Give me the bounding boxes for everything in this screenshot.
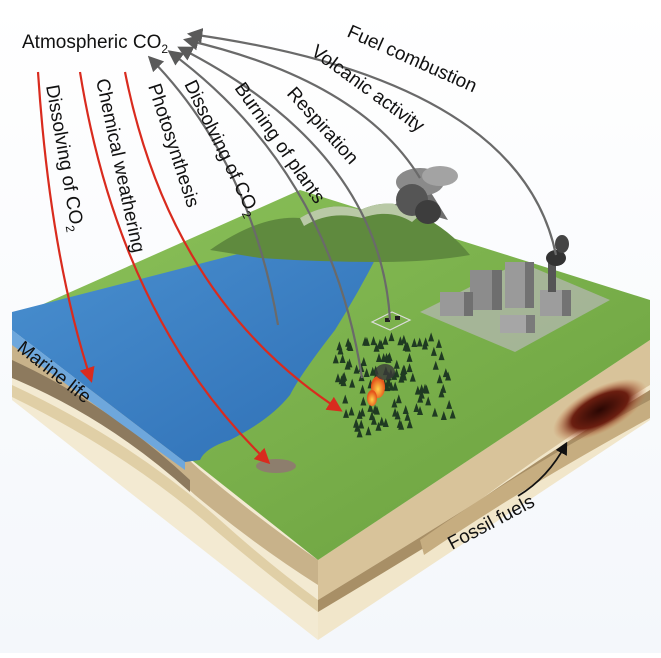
rock-pile: [256, 459, 296, 473]
tree: [356, 409, 363, 419]
chemical-weathering-arrow: [78, 71, 271, 465]
tree: [363, 367, 370, 377]
tree: [346, 358, 353, 368]
tree: [418, 384, 425, 394]
tree: [388, 381, 395, 391]
tree: [404, 411, 411, 421]
tree: [376, 338, 383, 348]
tree: [438, 388, 445, 398]
tree: [418, 389, 425, 399]
fuel-combustion-arrow: [186, 28, 558, 256]
tree: [442, 368, 449, 378]
tree: [348, 406, 355, 416]
tree: [435, 338, 442, 348]
tree: [449, 409, 456, 419]
tree: [392, 381, 399, 391]
tree: [432, 360, 439, 370]
tree: [401, 371, 408, 381]
tree: [404, 342, 411, 352]
animal-pen: [370, 311, 412, 331]
tree: [438, 351, 445, 361]
tree: [428, 332, 435, 342]
tree: [370, 336, 377, 346]
tree: [391, 398, 398, 408]
tree: [367, 402, 374, 412]
tree: [421, 340, 428, 350]
photosynthesis-arrow: [123, 71, 343, 412]
tree: [356, 428, 363, 438]
tree: [385, 353, 392, 363]
tree: [388, 332, 395, 342]
tree: [370, 415, 377, 425]
tree: [376, 352, 383, 362]
tree: [360, 396, 367, 406]
dissolving-co2-right-arrow: [147, 55, 280, 326]
tree: [402, 405, 409, 415]
tree: [373, 342, 380, 352]
tree: [430, 346, 437, 356]
tree: [409, 372, 416, 382]
volcano-smoke: [396, 166, 458, 224]
tree: [411, 338, 418, 348]
tree: [375, 421, 382, 431]
tree: [400, 334, 407, 344]
tree: [365, 426, 372, 436]
tree: [338, 375, 345, 385]
fossil-fuel-deposit: [552, 378, 648, 442]
tree: [385, 376, 392, 386]
tree: [425, 396, 432, 406]
tree: [394, 410, 401, 420]
tree: [359, 384, 366, 394]
volcanic-activity-arrow: [182, 35, 421, 179]
tree: [378, 416, 385, 426]
tree: [353, 418, 360, 428]
ocean-surface: [12, 238, 380, 462]
tree: [397, 336, 404, 346]
release-arrows: [147, 28, 558, 379]
tree: [334, 373, 341, 383]
tree: [446, 399, 453, 409]
tree: [417, 406, 424, 416]
tree: [436, 374, 443, 384]
tree: [406, 352, 413, 362]
tree: [400, 364, 407, 374]
tree: [440, 410, 447, 420]
tree: [368, 411, 375, 421]
tree: [384, 382, 391, 392]
tree: [406, 363, 413, 373]
tree: [339, 353, 346, 363]
atmospheric-co2-label: Atmospheric CO2: [22, 32, 168, 56]
tree: [337, 345, 344, 355]
tree: [398, 420, 405, 430]
tree: [349, 378, 356, 388]
tree: [431, 407, 438, 417]
tree: [345, 337, 352, 347]
fossil-fuels-pointer: [517, 441, 568, 497]
tree: [360, 357, 367, 367]
burning-of-plants-arrow: [167, 50, 364, 379]
soil-block: [12, 318, 650, 640]
tree: [416, 337, 423, 347]
dissolving-co2-left-arrow: [36, 71, 95, 383]
tree: [406, 419, 413, 429]
tree: [358, 419, 365, 429]
tree: [363, 336, 370, 346]
tree: [343, 408, 350, 418]
tree: [413, 402, 420, 412]
tree: [372, 404, 379, 414]
forest-fire: [367, 364, 395, 406]
tree: [342, 394, 349, 404]
uptake-arrows: [36, 71, 343, 465]
tree: [395, 394, 402, 404]
tree: [369, 366, 376, 376]
city-buildings: [420, 235, 610, 352]
tree: [393, 359, 400, 369]
tree: [353, 364, 360, 374]
tree: [391, 370, 398, 380]
respiration-arrow: [177, 46, 392, 321]
tree: [382, 335, 389, 345]
tree: [332, 354, 339, 364]
